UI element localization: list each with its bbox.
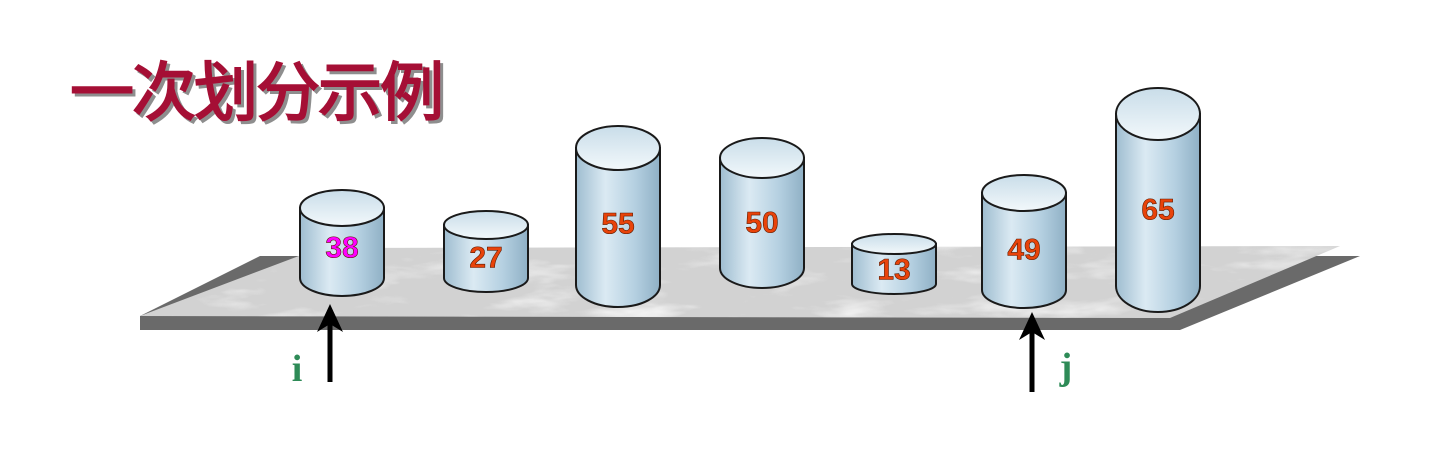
cylinder-top — [575, 125, 661, 171]
value-label: 27 — [469, 242, 502, 275]
cylinder-body — [719, 157, 805, 289]
pointer-label: i — [292, 348, 303, 390]
cylinder-body — [299, 207, 385, 297]
cylinder-top — [443, 210, 529, 240]
cylinder-top — [299, 189, 385, 227]
cylinders: 38 27 55 50 13 49 65 — [299, 87, 1201, 313]
pivot-value-label: 38 — [325, 232, 358, 265]
cylinder-body — [851, 243, 937, 295]
cylinder-50: 50 — [719, 137, 805, 289]
cylinder-body — [443, 224, 529, 293]
cylinder-body — [1115, 113, 1201, 313]
cylinder-top — [981, 174, 1067, 212]
cylinder-38: 38 — [299, 189, 385, 297]
page-title: 一次划分示例 — [70, 57, 444, 131]
cylinder-65: 65 — [1115, 87, 1201, 313]
cylinder-body — [981, 192, 1067, 309]
value-label: 65 — [1141, 194, 1174, 227]
pointer-label: j — [1059, 346, 1073, 388]
cylinder-13: 13 — [851, 233, 937, 295]
arrow-head-icon — [1019, 312, 1045, 340]
value-label: 50 — [745, 207, 778, 240]
cylinder-55: 55 — [575, 125, 661, 308]
pointer-i: i — [292, 304, 343, 390]
cylinder-49: 49 — [981, 174, 1067, 309]
cylinder-27: 27 — [443, 210, 529, 293]
value-label: 55 — [601, 208, 634, 241]
cylinder-top — [851, 233, 937, 255]
cylinder-top — [1115, 87, 1201, 141]
pointer-j: j — [1019, 312, 1072, 392]
cylinder-body — [575, 147, 661, 308]
cylinder-top — [719, 137, 805, 179]
value-label: 49 — [1007, 234, 1040, 267]
arrow-head-icon — [317, 304, 343, 332]
value-label: 13 — [877, 254, 910, 287]
